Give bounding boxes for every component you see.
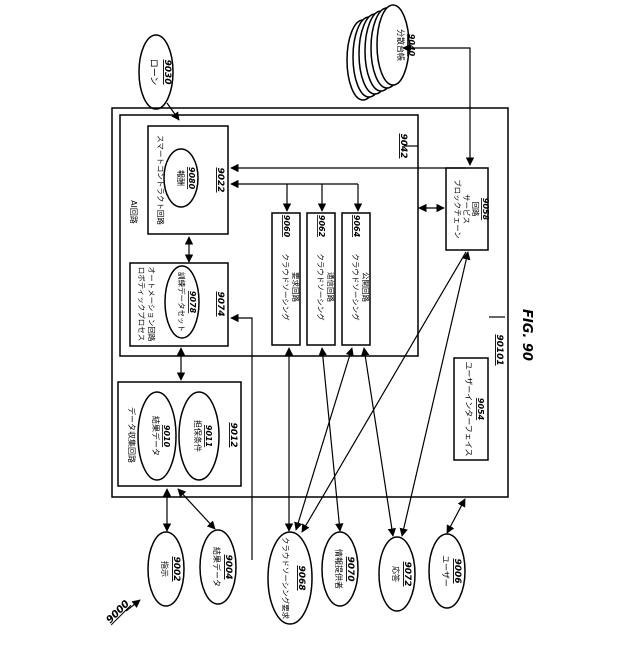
user-ref: 9006 [452, 558, 462, 583]
rpa-label-2: オートメーション回路 [147, 267, 157, 342]
ledger-ref: 9040 [407, 34, 416, 57]
figure-ref: 9000 [104, 598, 131, 625]
crowd-comm-circuit-label-2: 通信回路 [326, 272, 336, 302]
ai-circuit-ref: 9042 [398, 133, 408, 158]
condition-label: 担保条件 [193, 420, 203, 452]
system-ref: 90101 [494, 334, 504, 365]
loan-label: ローン [148, 59, 158, 86]
rpa-label-1: ロボティックプロセス [137, 267, 146, 342]
blockchain-label-1: ブロックチェーン [453, 179, 463, 239]
condition-ref: 9011 [204, 425, 213, 447]
ui-ref: 9054 [476, 398, 485, 421]
crowd-request-circuit-label-2: 要求回路 [291, 272, 301, 302]
crowd-request-ref: 9068 [296, 565, 306, 590]
reward-ref: 9080 [187, 167, 196, 190]
reward-label: 報酬 [176, 170, 185, 186]
data-collection-label: データ収集回路 [127, 407, 137, 463]
crowd-publish-circuit-label-2: 公開回路 [361, 272, 371, 302]
blockchain-label-2: サービス [462, 194, 471, 224]
response-ref: 9072 [402, 561, 412, 586]
crowd-request-circuit-label-1: クラウドソーシング [281, 253, 291, 321]
instruction-label: 指示 [160, 561, 170, 577]
blockchain-ref: 9058 [481, 198, 490, 221]
user-label: ユーザー [441, 555, 450, 587]
blockchain-label-3: 回路 [471, 202, 481, 217]
crowd-publish-circuit-ref: 9064 [352, 215, 361, 238]
crowd-request-label: クラウドソーシング要求 [281, 537, 291, 620]
ledger-label: 分散台帳 [396, 29, 406, 61]
result-data-inner-ref: 9010 [162, 425, 171, 448]
crowd-comm-circuit-label-1: クラウドソーシング [316, 253, 326, 321]
ui-label: ユーザーインターフェイス [464, 361, 473, 456]
response-label: 応答 [391, 566, 401, 582]
info-provider-label: 情報提供者 [334, 549, 344, 589]
info-provider-ref: 9070 [345, 556, 355, 581]
instruction-ref: 9002 [171, 556, 181, 581]
crowd-publish-circuit-label-1: クラウドソーシング [351, 253, 361, 321]
crowd-request-circuit-ref: 9060 [282, 215, 291, 238]
smart-contract-label: スマートコントラクト回路 [156, 135, 166, 225]
result-data-ref: 9004 [223, 554, 233, 579]
training-set-label: 訓練データセット [177, 272, 187, 332]
loan-ref: 9030 [162, 59, 172, 84]
training-set-ref: 9078 [188, 291, 197, 314]
rpa-ref: 9074 [215, 291, 225, 316]
data-collection-ref: 9012 [228, 422, 238, 447]
result-data-inner-label: 結果データ [151, 416, 161, 456]
fig-label: FIG. 90 [519, 309, 534, 361]
ai-circuit-label: AI回路 [129, 200, 139, 224]
crowd-comm-circuit-ref: 9062 [317, 215, 326, 238]
result-data-label: 結果データ [212, 547, 222, 587]
smart-contract-ref: 9022 [215, 167, 225, 192]
